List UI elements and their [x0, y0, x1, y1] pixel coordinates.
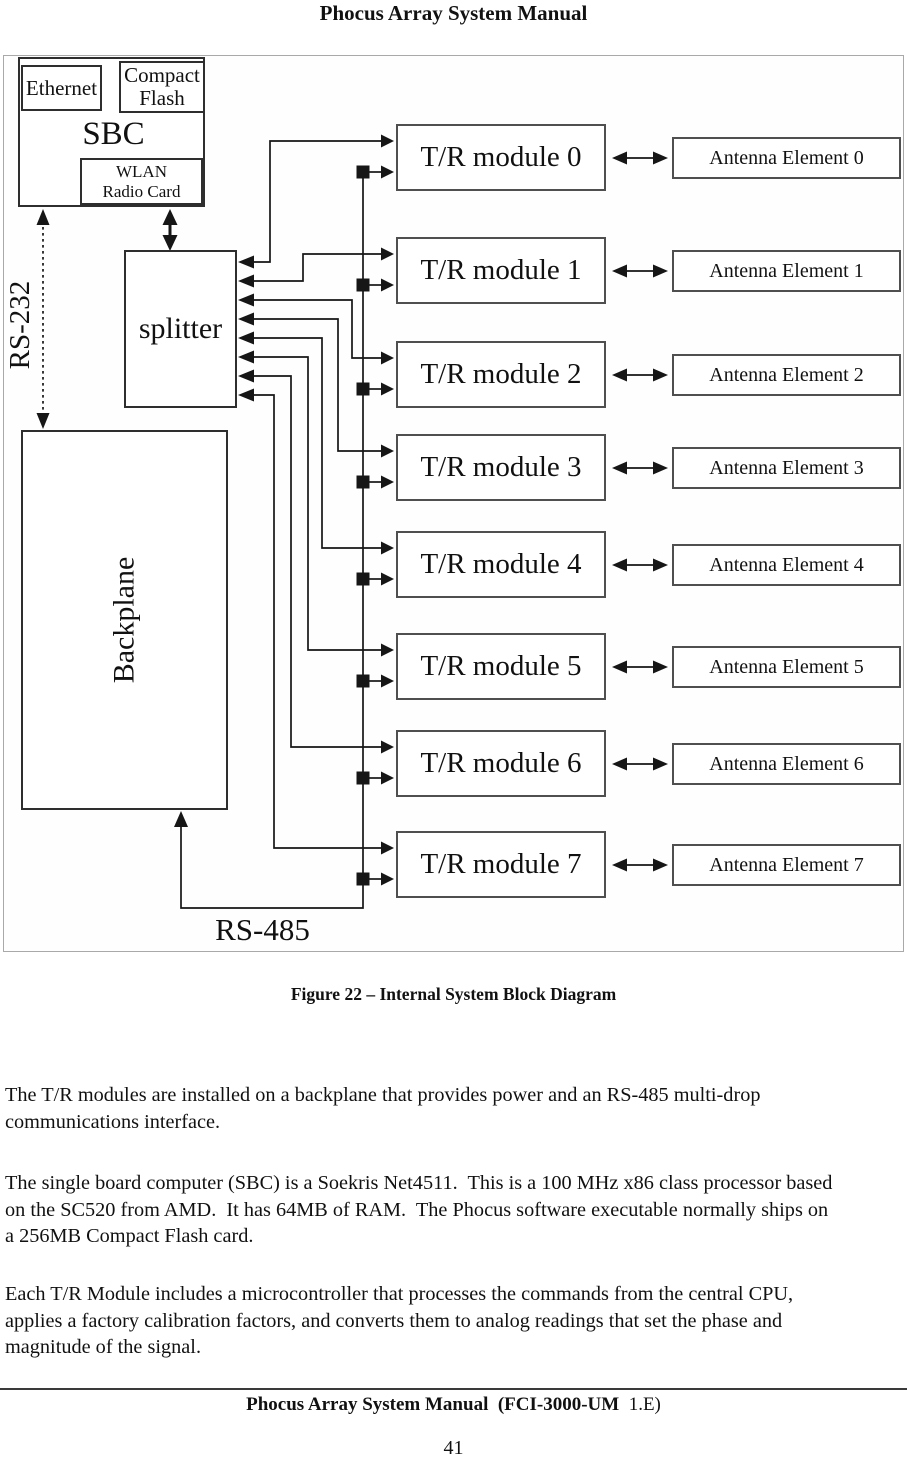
antenna-element-box-0: Antenna Element 0: [672, 137, 901, 179]
splitter-module-links: [253, 140, 381, 849]
antenna-element-box-7: Antenna Element 7: [672, 844, 901, 886]
footer-version: 1.E): [619, 1394, 661, 1415]
backplane-label: Backplane: [107, 556, 141, 684]
antenna-element-box-2: Antenna Element 2: [672, 354, 901, 396]
compact-flash-box: Compact Flash: [119, 61, 205, 113]
antenna-element-box-3: Antenna Element 3: [672, 447, 901, 489]
footer-manual-ref: Phocus Array System Manual (FCI-3000-UM: [246, 1394, 620, 1415]
figure-caption: Figure 22 – Internal System Block Diagra…: [290, 984, 617, 1004]
rs232-label: RS-232: [4, 280, 36, 370]
antenna-element-box-5: Antenna Element 5: [672, 646, 901, 688]
system-block-diagram: Ethernet Compact Flash SBC WLAN Radio Ca…: [4, 57, 901, 947]
wlan-radio-card-box: WLAN Radio Card: [80, 158, 203, 205]
tr-module-box-0: T/R module 0: [396, 124, 606, 191]
ethernet-box: Ethernet: [21, 65, 102, 111]
antenna-element-box-1: Antenna Element 1: [672, 250, 901, 292]
splitter-box: splitter: [124, 250, 237, 408]
tr-module-box-7: T/R module 7: [396, 831, 606, 898]
page-header-title: Phocus Array System Manual: [319, 1, 588, 25]
page-number: 41: [443, 1437, 464, 1459]
rs485-bus: [180, 171, 381, 909]
tr-module-box-1: T/R module 1: [396, 237, 606, 304]
body-paragraph: The T/R modules are installed on a backp…: [5, 1084, 766, 1133]
tr-module-box-2: T/R module 2: [396, 341, 606, 408]
sbc-label: SBC: [82, 116, 145, 152]
backplane-box: Backplane: [21, 430, 228, 810]
tr-module-box-4: T/R module 4: [396, 531, 606, 598]
footer-divider: [0, 1388, 907, 1390]
tr-module-box-6: T/R module 6: [396, 730, 606, 797]
antenna-element-box-4: Antenna Element 4: [672, 544, 901, 586]
footer-text: Phocus Array System Manual (FCI-3000-UM …: [0, 1394, 907, 1416]
rs485-label: RS-485: [215, 912, 310, 947]
tr-module-box-5: T/R module 5: [396, 633, 606, 700]
antenna-element-box-6: Antenna Element 6: [672, 743, 901, 785]
tr-module-box-3: T/R module 3: [396, 434, 606, 501]
body-paragraph: The single board computer (SBC) is a Soe…: [5, 1172, 838, 1247]
sbc-box: Ethernet Compact Flash SBC WLAN Radio Ca…: [18, 57, 205, 207]
arrowheads-and-taps: [36, 134, 668, 886]
body-paragraph: Each T/R Module includes a microcontroll…: [5, 1283, 799, 1358]
module-antenna-links: [626, 157, 654, 866]
diagram-connection-lines: [36, 134, 668, 909]
